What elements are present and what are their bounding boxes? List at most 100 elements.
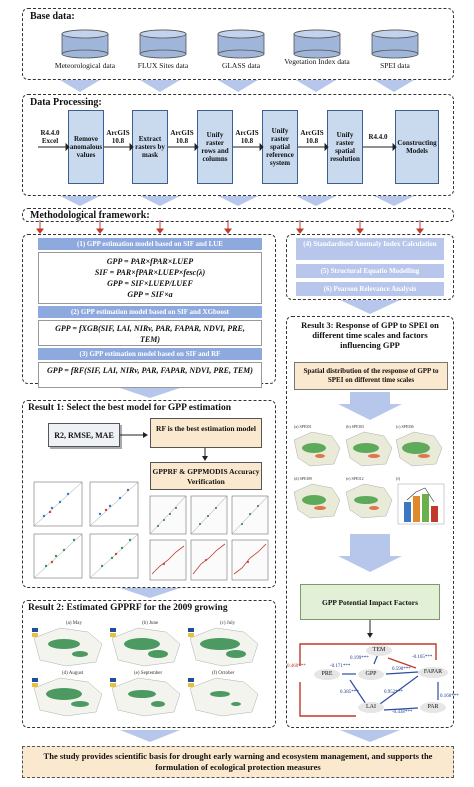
model-comparison-plots xyxy=(33,481,139,579)
equation-2: SIF = PAR×fPAR×LUEP×fesc(λ) xyxy=(94,268,206,277)
svg-text:(b) SPEI03: (b) SPEI03 xyxy=(346,424,364,429)
tool-r-excel: R4.4.0 Excel xyxy=(40,129,60,145)
coef-tem-gpp: 0.199*** xyxy=(350,656,369,661)
model-3-header: (3) GPP estimation model based on SIF an… xyxy=(38,348,262,360)
map-label-august: (d) August xyxy=(62,671,84,676)
step-unify-reference: Unify raster spatial reference system xyxy=(262,110,298,184)
node-par: PAR xyxy=(420,702,446,713)
node-fapar: FAPAR xyxy=(418,667,448,678)
equation-3: GPP = SIF×LUEP/LUEF xyxy=(107,279,193,288)
metrics-box: R2, RMSE, MAE xyxy=(48,423,120,447)
processing-panel xyxy=(22,94,454,196)
coef-pre-lai: 0.385*** xyxy=(340,690,359,695)
result3-title: Result 3: Response of GPP to SPEI on dif… xyxy=(301,320,439,350)
impact-factors-box: GPP Potential Impact Factors xyxy=(300,584,440,620)
node-pre: PRE xyxy=(314,669,340,680)
db-label-flux: FLUX Sites data xyxy=(137,61,189,70)
svg-text:(c) SPEI06: (c) SPEI06 xyxy=(396,424,414,429)
model-3-equation: GPP = fRF(SIF, LAI, NIRv, PAR, FAPAR, ND… xyxy=(38,362,262,388)
coef-lai-gpp: 0.952*** xyxy=(384,690,403,695)
chevron-left-method xyxy=(120,388,180,398)
base-data-title: Base data: xyxy=(30,11,75,22)
method-step-4: (4) Standardised Anomaly Index Calculati… xyxy=(296,238,444,260)
coef-par-fapar: 0.160*** xyxy=(440,694,459,699)
method-title: Methodological framework: xyxy=(30,210,150,221)
coef-fapar-gpp: 0.590*** xyxy=(392,667,411,672)
best-model-label: RF is the best estimation model xyxy=(156,424,256,433)
result1-panel xyxy=(22,400,276,588)
equation-4: GPP = SIF×a xyxy=(127,290,173,299)
method-red-arrows xyxy=(36,220,424,234)
map-label-july: (c) July xyxy=(220,621,236,626)
step-unify-resolution: Unify raster spatial resolution xyxy=(327,110,363,184)
method-step-6: (6) Pearson Relevance Analysis xyxy=(296,282,444,296)
db-icon-meteorological xyxy=(61,29,109,59)
spei-response-box: Spatial distribution of the response of … xyxy=(294,362,448,390)
equation-1: GPP = PAR×fPAR×LUEP xyxy=(106,257,194,266)
step-remove-anomalies: Remove anomalous values xyxy=(68,110,104,184)
coef-pre-gpp: -0.171*** xyxy=(330,664,351,669)
db-label-meteorological: Meteorological data xyxy=(54,61,116,70)
result2-panel xyxy=(22,600,276,728)
spei-response-label: Spatial distribution of the response of … xyxy=(303,367,439,384)
spei-scale-maps: (a) SPEI01(b) SPEI03(c) SPEI06 (d) SPEI0… xyxy=(293,424,445,525)
processing-title: Data Processing: xyxy=(30,97,102,108)
impact-factors-arrow xyxy=(367,620,373,638)
map-label-may: (a) May xyxy=(66,621,82,626)
db-icon-spei xyxy=(371,29,419,59)
tool-arcgis-1: ArcGIS 10.8 xyxy=(106,129,130,145)
node-tem: TEM xyxy=(366,645,392,656)
map-label-september: (e) September xyxy=(134,671,163,676)
result2-title: Result 2: Estimated GPPRF for the 2009 g… xyxy=(28,603,228,613)
coef-tem-fapar: -0.165*** xyxy=(412,655,433,660)
db-label-vegetation: Vegetation Index data xyxy=(284,57,350,66)
chevrons-bottom xyxy=(120,730,400,742)
tool-r: R4.4.0 xyxy=(368,133,388,141)
map-label-june: (b) June xyxy=(142,621,159,626)
db-icon-glass xyxy=(217,29,265,59)
method-title-frame xyxy=(22,208,454,222)
svg-text:(f): (f) xyxy=(396,476,401,481)
impact-factors-label: GPP Potential Impact Factors xyxy=(321,598,419,607)
best-to-verify-arrow xyxy=(202,448,208,461)
sem-path-diagram xyxy=(299,643,439,717)
model-2-header: (2) GPP estimation model based on SIF an… xyxy=(38,306,262,318)
result3-panel xyxy=(286,316,454,728)
model-1-equations: GPP = PAR×fPAR×LUEP SIF = PAR×fPAR×LUEP×… xyxy=(38,252,262,304)
chevrons-row-2 xyxy=(60,196,414,206)
model-2-equation: GPP = fXGB(SIF, LAI, NIRv, PAR, FAPAR, N… xyxy=(38,320,262,346)
db-icon-flux xyxy=(139,29,187,59)
chevron-factors xyxy=(338,534,402,572)
svg-text:(d) SPEI09: (d) SPEI09 xyxy=(294,476,312,481)
verify-label: GPPRF & GPPMODIS Accuracy Verification xyxy=(152,467,260,486)
chevron-spei xyxy=(338,392,402,420)
verify-box: GPPRF & GPPMODIS Accuracy Verification xyxy=(150,462,262,490)
method-step-5: (5) Structural Equatio Modelling xyxy=(296,264,444,278)
chevrons-row-1 xyxy=(60,80,414,92)
tool-arcgis-4: ArcGIS 10.8 xyxy=(300,129,324,145)
monthly-gpp-maps: (a) May (b) June (c) July (d) August (e)… xyxy=(32,621,259,717)
node-gpp: GPP xyxy=(358,669,384,680)
coef-pre-fapar: 0.460*** xyxy=(287,664,306,669)
processing-arrows xyxy=(38,142,397,152)
db-label-glass: GLASS data xyxy=(221,61,261,70)
chevron-result1 xyxy=(120,588,180,598)
map-label-october: (f) October xyxy=(212,671,235,676)
node-lai: LAI xyxy=(358,702,384,713)
method-right-panel xyxy=(286,234,454,300)
tool-arcgis-3: ArcGIS 10.8 xyxy=(235,129,259,145)
tool-arcgis-2: ArcGIS 10.8 xyxy=(170,129,194,145)
conclusion-box: The study provides scientific basis for … xyxy=(22,746,454,778)
coef-par-lai: -0.438*** xyxy=(392,710,413,715)
svg-text:(e) SPEI12: (e) SPEI12 xyxy=(346,476,364,481)
model-1-header: (1) GPP estimation model based on SIF an… xyxy=(38,238,262,250)
step-constructing-models: Constructing Models xyxy=(395,110,439,184)
step-unify-rows: Unify raster rows and columns xyxy=(197,110,233,184)
best-model-box: RF is the best estimation model xyxy=(150,418,262,448)
chevron-right-method xyxy=(340,300,400,314)
db-icon-vegetation xyxy=(293,29,341,59)
step-extract-mask: Extract rasters by mask xyxy=(132,110,168,184)
verification-plots xyxy=(149,495,269,581)
metrics-label: R2, RMSE, MAE xyxy=(54,431,114,440)
db-label-spei: SPEI data xyxy=(380,61,410,70)
